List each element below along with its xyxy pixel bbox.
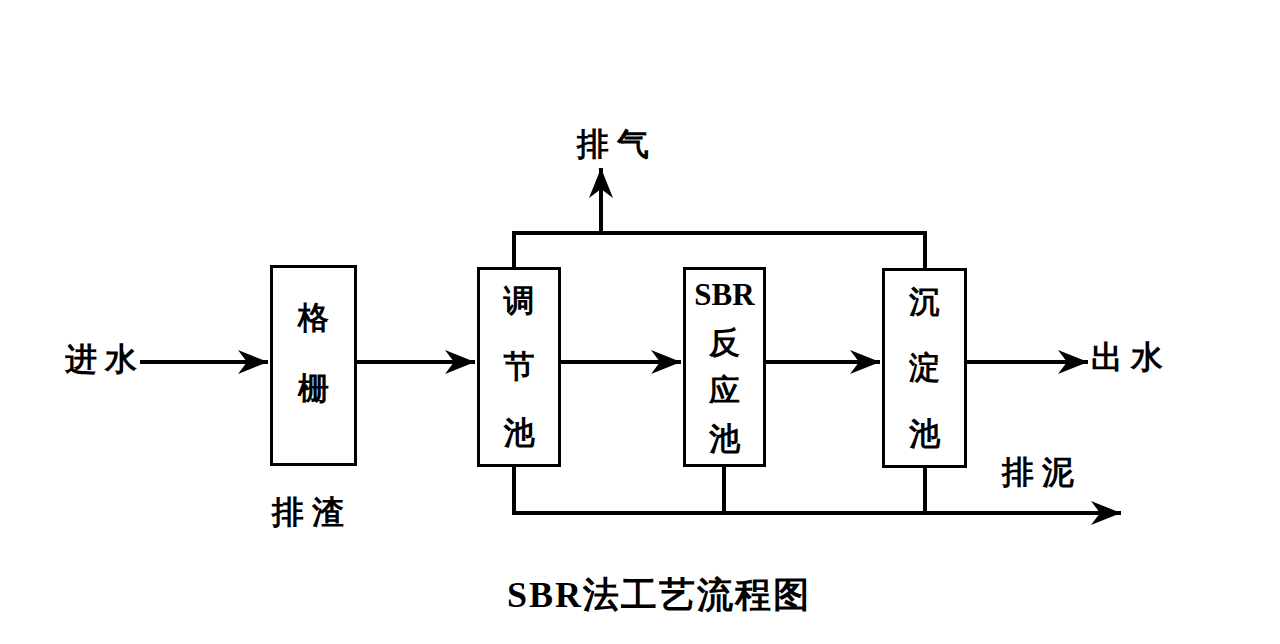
diagram-title: SBR法工艺流程图	[507, 577, 811, 613]
grid-screen-box: 格 栅	[270, 265, 357, 466]
sbr-reactor-box: SBR 反 应 池	[683, 267, 766, 467]
exhaust-header-line	[514, 233, 925, 269]
sludge-discharge-label: 排泥	[1002, 456, 1082, 488]
influent-label: 进水	[65, 343, 145, 375]
exhaust-label: 排气	[577, 128, 657, 160]
grid-screen-box-label: 格 栅	[273, 282, 354, 424]
regulating-tank-box: 调 节 池	[477, 267, 561, 467]
sedimentation-tank-box-label: 沉 淀 池	[885, 269, 964, 467]
sbr-reactor-box-label: SBR 反 应 池	[686, 271, 763, 463]
sedimentation-tank-box: 沉 淀 池	[882, 268, 967, 468]
regulating-tank-box-label: 调 节 池	[480, 268, 558, 466]
effluent-label: 出水	[1091, 341, 1171, 373]
slag-discharge-label: 排渣	[272, 496, 352, 528]
